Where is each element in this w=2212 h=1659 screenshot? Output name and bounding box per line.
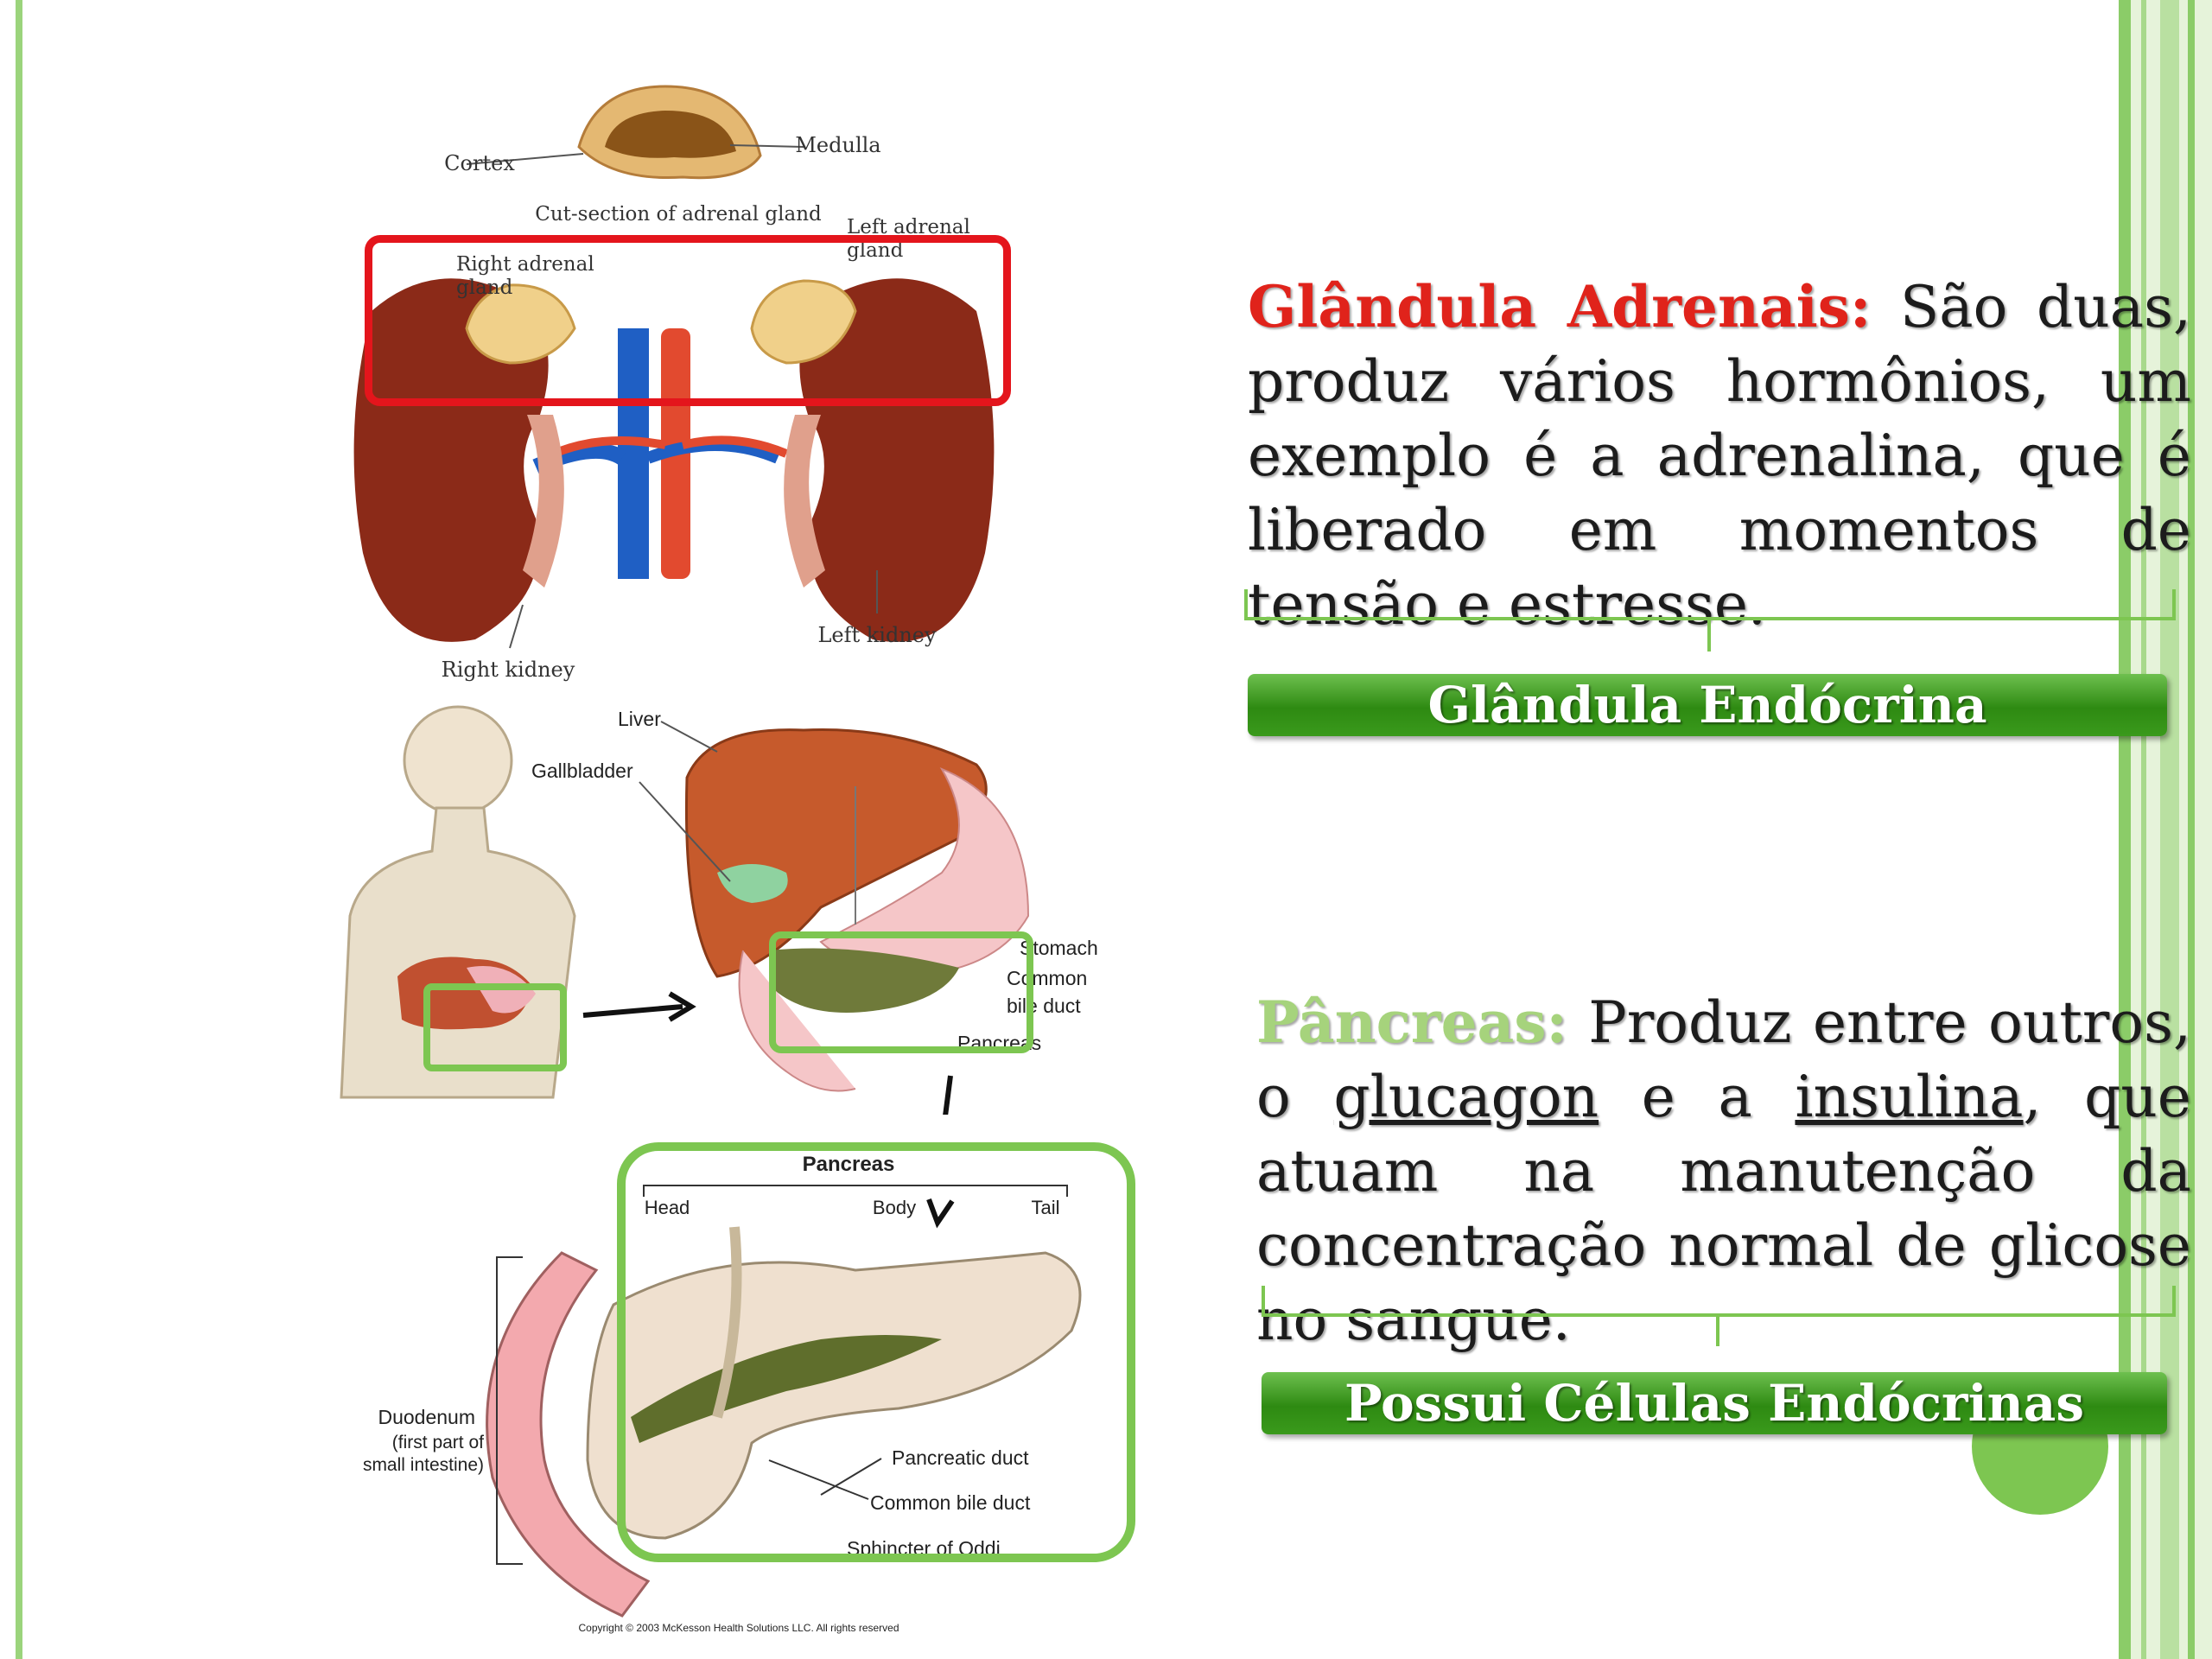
pancreas-brace bbox=[1262, 1286, 2176, 1346]
side-stripe-1 bbox=[2119, 0, 2131, 1659]
glucagon-term: glucagon bbox=[1333, 1064, 1599, 1130]
label-body: Body bbox=[873, 1197, 916, 1218]
adrenal-kidney-illustration: Cortex Medulla Cut-section of adrenal gl… bbox=[353, 85, 995, 682]
label-right-kidney: Right kidney bbox=[442, 658, 575, 682]
pancreas-banner: Possui Células Endócrinas bbox=[1262, 1372, 2167, 1434]
pancreas-part2: e a bbox=[1641, 1064, 1752, 1130]
label-duodenum-sub2: small intestine) bbox=[363, 1455, 484, 1475]
adrenal-body: São duas, produz vários hormônios, um ex… bbox=[1248, 274, 2192, 638]
copyright-text: Copyright © 2003 McKesson Health Solutio… bbox=[578, 1622, 899, 1634]
label-liver: Liver bbox=[618, 708, 661, 730]
pancreas-label: Pâncreas: bbox=[1256, 988, 1567, 1056]
insulina-term: insulina bbox=[1795, 1064, 2024, 1130]
adrenal-highlight-box bbox=[365, 235, 1011, 406]
pancreas-part3: , que atuam na manutenção da concentraçã… bbox=[1256, 1064, 2191, 1353]
pancreas-large-highlight-box bbox=[617, 1142, 1135, 1562]
label-left-adrenal-2: gland bbox=[847, 239, 904, 262]
label-left-adrenal-1: Left adrenal bbox=[847, 216, 970, 238]
label-tail: Tail bbox=[1031, 1197, 1059, 1218]
side-stripe-2 bbox=[2141, 0, 2146, 1659]
pancreas-title: Pancreas bbox=[803, 1153, 895, 1176]
digestive-illustration: Liver Gallbladder Stomach Common bile du… bbox=[340, 705, 1098, 1115]
adrenal-banner: Glândula Endócrina bbox=[1248, 674, 2167, 736]
label-common-2: bile duct bbox=[1007, 995, 1081, 1017]
body-highlight-box bbox=[423, 983, 567, 1071]
label-medulla: Medulla bbox=[795, 133, 880, 157]
left-border-line bbox=[16, 0, 22, 1659]
label-right-adrenal-2: gland bbox=[456, 276, 513, 299]
pancreas-paragraph: Pâncreas: Produz entre outros, o glucago… bbox=[1256, 985, 2191, 1357]
label-cortex: Cortex bbox=[444, 151, 515, 175]
adrenal-brace bbox=[1244, 589, 2176, 652]
label-pancreatic-duct: Pancreatic duct bbox=[892, 1446, 1029, 1469]
pancreas-part1: Produz entre outros, o bbox=[1256, 989, 2192, 1130]
label-head: Head bbox=[645, 1197, 690, 1218]
label-common-1: Common bbox=[1007, 967, 1087, 989]
label-left-kidney: Left kidney bbox=[817, 623, 937, 647]
pancreas-illustration: Pancreas Head Body Tail Duodenum (first … bbox=[363, 1153, 1082, 1634]
label-duodenum-sub1: (first part of bbox=[392, 1433, 484, 1452]
adrenal-paragraph: Glândula Adrenais: São duas, produz vári… bbox=[1248, 270, 2191, 642]
label-common-bile-duct: Common bile duct bbox=[870, 1491, 1031, 1514]
side-stripe-3 bbox=[2160, 0, 2179, 1659]
pancreas-small-highlight-box bbox=[769, 931, 1033, 1053]
side-stripe-4 bbox=[2188, 0, 2195, 1659]
label-cut-section: Cut-section of adrenal gland bbox=[535, 203, 822, 226]
adrenal-label: Glândula Adrenais: bbox=[1248, 273, 1872, 340]
label-gallbladder: Gallbladder bbox=[531, 760, 633, 782]
label-right-adrenal-1: Right adrenal bbox=[456, 253, 594, 276]
label-duodenum: Duodenum bbox=[378, 1406, 475, 1428]
